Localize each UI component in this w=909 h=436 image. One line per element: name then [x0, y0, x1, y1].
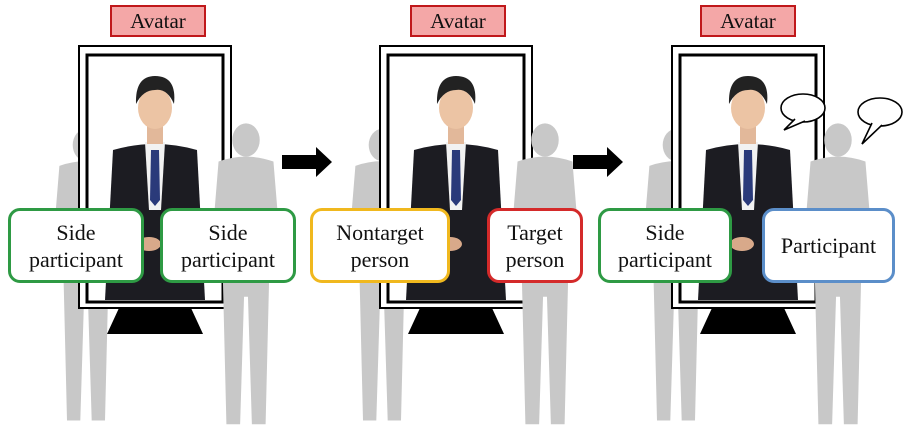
- avatar-label-1: Avatar: [110, 5, 206, 37]
- display-stand: [107, 308, 203, 334]
- label-line: Target: [506, 219, 565, 246]
- right-arrow: [573, 147, 623, 177]
- avatar-label-2: Avatar: [410, 5, 506, 37]
- label-line: participant: [181, 246, 275, 273]
- speech-bubble-icon: [858, 98, 902, 144]
- label-line: Side: [618, 219, 712, 246]
- avatar-tie: [743, 150, 753, 206]
- label-line: Nontarget: [336, 219, 424, 246]
- label-line: participant: [618, 246, 712, 273]
- participant-label: Participant: [762, 208, 895, 283]
- label-line: person: [336, 246, 424, 273]
- label-line: participant: [29, 246, 123, 273]
- avatar-tie: [150, 150, 160, 206]
- avatar-hands: [730, 237, 754, 251]
- label-line: Side: [29, 219, 123, 246]
- label-line: Side: [181, 219, 275, 246]
- avatar-tie: [451, 150, 461, 206]
- display-stand: [408, 308, 504, 334]
- label-line: person: [506, 246, 565, 273]
- display-stand: [700, 308, 796, 334]
- right-arrow: [282, 147, 332, 177]
- avatar-label-3: Avatar: [700, 5, 796, 37]
- label-line: Participant: [781, 232, 876, 259]
